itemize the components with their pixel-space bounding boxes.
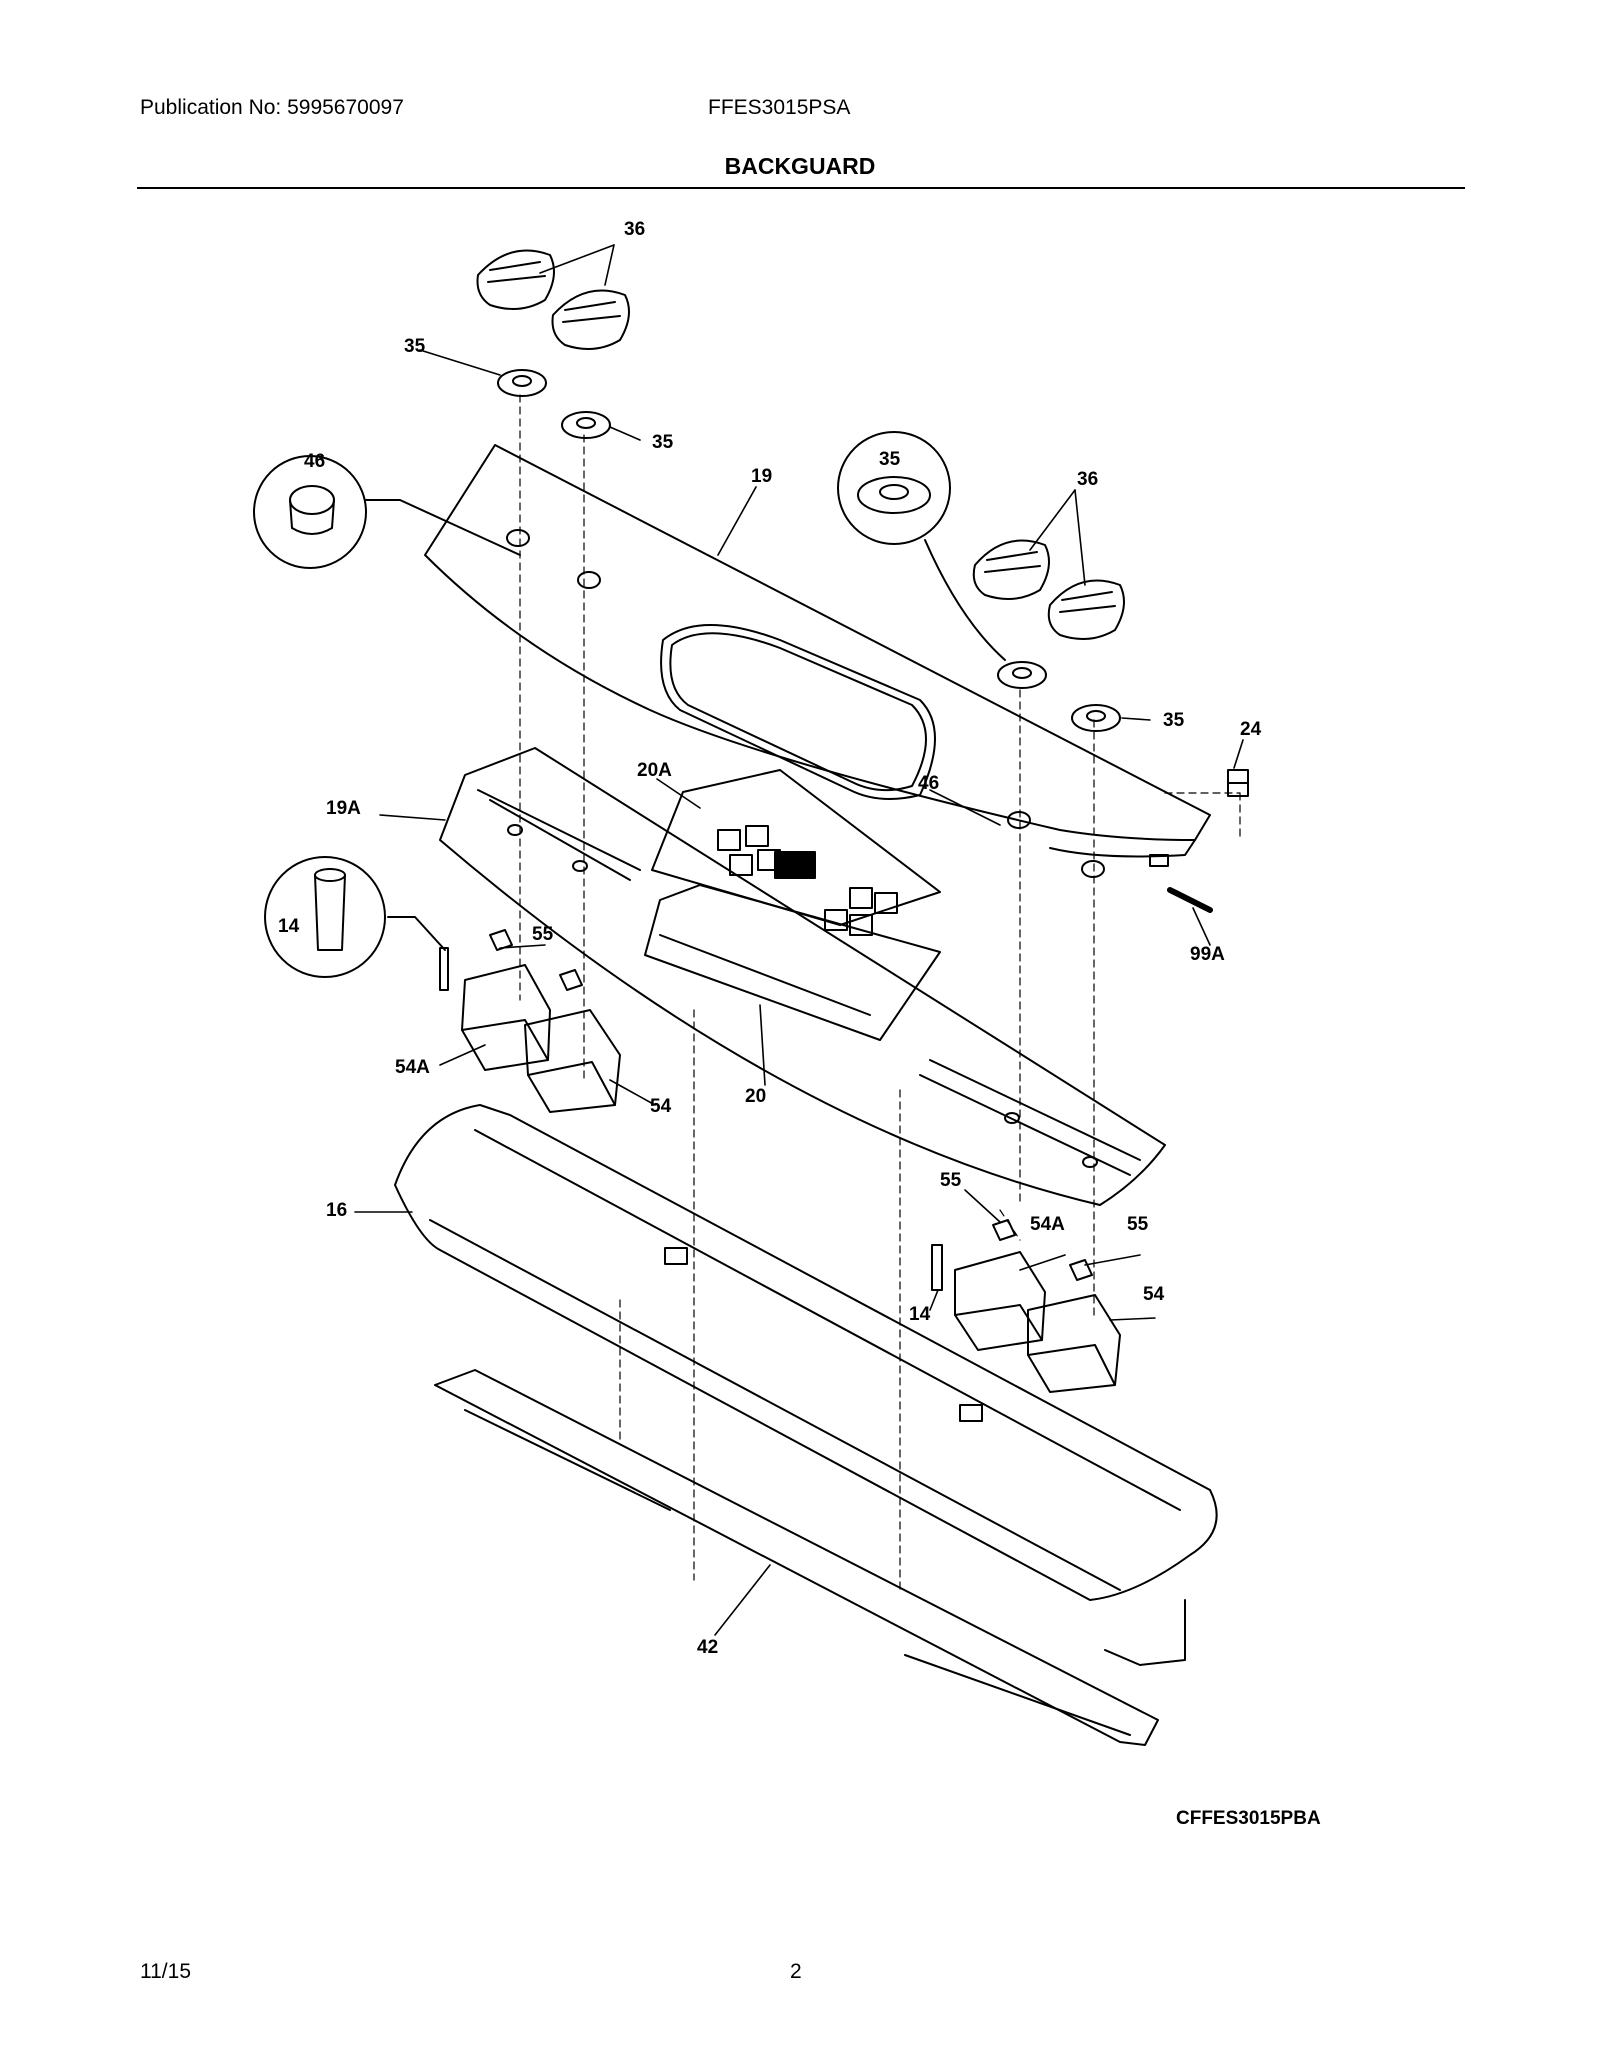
surface-knob-top-left [476,249,555,310]
diagram-code: CFFES3015PBA [1176,1808,1321,1829]
callout-lamp-right: 14 [909,1304,931,1325]
leader-lines [354,244,1244,1636]
callout-knobs-right: 36 [1077,469,1098,490]
knob-bezel-right-a [997,661,1047,689]
knob-bezel-left-a [497,369,547,397]
callout-switch-left: 54 [650,1096,672,1117]
backguard-housing [394,1104,1218,1666]
indicator-lamp-left [439,947,449,991]
callout-plug-right: 46 [918,773,939,794]
bezel-detail-circle [837,431,1006,661]
callout-overlay: 20A [637,760,672,781]
callout-switch-left-a: 54A [395,1057,430,1078]
callout-control-board: 20 [745,1086,766,1107]
callout-harness: 99A [1190,944,1225,965]
callout-switch-right: 54 [1143,1284,1165,1305]
infinite-switch-right [1027,1294,1121,1393]
callout-backguard: 16 [326,1200,347,1221]
control-board [644,884,941,1041]
surface-knob-top-right [551,289,630,350]
lamp-detail-circle [264,856,446,978]
callout-clip-left: 55 [532,924,554,945]
callout-lamp-detail: 14 [278,916,300,937]
callout-bezel-right-b: 35 [1163,710,1185,731]
infinite-switch-left-a [461,964,551,1071]
plug-detail-circle [253,455,521,569]
rear-trim [434,1369,1159,1746]
knob-bezel-right-b [1071,704,1121,732]
surface-knob-right-b [1047,579,1125,640]
callout-plug-detail: 46 [304,451,325,472]
callout-bezel-left-a: 35 [404,336,426,357]
clip-left [489,929,583,991]
knob-bezel-left-b [561,411,611,439]
infinite-switch-right-a [954,1251,1046,1351]
control-overlay [651,769,941,936]
callout-bezel-left-b: 35 [652,432,674,453]
callout-console-insert: 19A [326,798,361,819]
callout-clip-right-a: 55 [940,1170,962,1191]
callout-switch: 24 [1240,719,1262,740]
wire-harness [1167,887,1213,913]
callout-clip-right-b: 55 [1127,1214,1149,1235]
console-panel [424,444,1211,878]
header-rule [137,187,1465,189]
console-insert [439,747,1166,1206]
indicator-lamp-right [931,1244,943,1291]
callout-knobs-top: 36 [624,219,645,240]
publication-date: 11/15 [140,1960,191,1983]
rocker-switch [1227,769,1249,797]
page-number: 2 [790,1960,802,1983]
clip-right-b [1069,1259,1093,1281]
model-number: FFES3015PSA [708,96,851,119]
alignment-lines [519,394,1241,1591]
callout-bezel-detail: 35 [879,449,901,470]
infinite-switch-left [524,1009,621,1113]
publication-number: Publication No: 5995670097 [140,96,404,119]
surface-knob-right-a [972,539,1050,600]
callout-trim: 42 [697,1637,718,1658]
clip-right-a [992,1219,1016,1241]
callout-console-panel: 19 [751,466,772,487]
section-title: BACKGUARD [724,153,876,179]
callout-switch-right-a: 54A [1030,1214,1065,1235]
